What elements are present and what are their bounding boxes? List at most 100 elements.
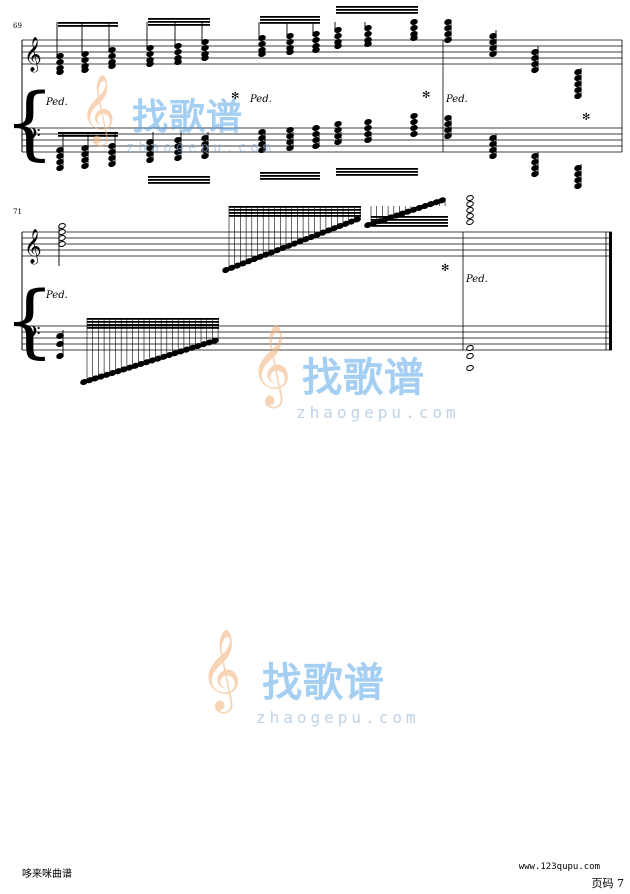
chord-notehead: [56, 58, 64, 66]
chord-notehead: [334, 32, 342, 40]
chord-notehead: [258, 34, 266, 42]
run-notehead: [438, 197, 446, 204]
pedal-mark: Ped.: [250, 94, 272, 105]
bass-clef-icon: 𝄢: [24, 124, 41, 154]
chord-notehead: [444, 114, 452, 122]
chord-notehead: [334, 26, 342, 34]
treble-clef-logo-icon: 𝄞: [200, 628, 242, 710]
chord-notehead: [174, 58, 182, 66]
pedal-mark: Ped.: [466, 274, 488, 285]
beam: [336, 9, 418, 11]
whole-notehead: [466, 206, 474, 214]
chord-notehead: [334, 42, 342, 50]
chord-notehead: [410, 112, 418, 120]
chord-notehead: [81, 56, 89, 64]
beam: [229, 215, 361, 217]
beam: [229, 212, 361, 214]
chord-notehead: [334, 126, 342, 134]
beam: [58, 22, 118, 24]
beam: [58, 135, 118, 137]
beam: [87, 321, 219, 323]
chord-notehead: [364, 118, 372, 126]
chord-notehead: [410, 18, 418, 26]
beam: [371, 225, 448, 227]
whole-notehead: [466, 200, 474, 208]
whole-notehead: [466, 212, 474, 220]
beam: [148, 176, 210, 178]
beam: [87, 318, 219, 320]
watermark-han-text: 找歌谱: [262, 660, 385, 706]
beam: [87, 324, 219, 326]
watermark-han-text: 找歌谱: [302, 355, 425, 401]
chord-notehead: [312, 30, 320, 38]
chord-notehead: [81, 50, 89, 58]
chord-notehead: [108, 46, 116, 54]
treble-clef-logo-icon: 𝄞: [80, 74, 116, 144]
beam: [336, 168, 418, 170]
beam: [336, 171, 418, 173]
beam: [87, 327, 219, 329]
measure-number-71: 71: [13, 208, 22, 216]
chord-notehead: [410, 118, 418, 126]
beam: [260, 22, 320, 24]
pedal-mark: Ped.: [46, 97, 68, 108]
pedal-mark: Ped.: [446, 94, 468, 105]
chord-notehead: [364, 124, 372, 132]
chord-notehead: [258, 128, 266, 136]
chord-notehead: [286, 48, 294, 56]
beam: [371, 216, 448, 218]
chord-notehead: [410, 124, 418, 132]
pedal-mark: Ped.: [46, 290, 68, 301]
chord-notehead: [312, 46, 320, 54]
chord-notehead: [201, 54, 209, 62]
beam: [371, 219, 448, 221]
chord-notehead: [146, 44, 154, 52]
chord-notehead: [286, 38, 294, 46]
treble-clef-icon: 𝄞: [24, 229, 42, 265]
beam: [260, 16, 320, 18]
watermark-han-text: 找歌谱: [132, 97, 244, 138]
pedal-release-mark: ✻: [582, 112, 591, 123]
whole-notehead: [466, 352, 474, 360]
chord-notehead: [56, 68, 64, 76]
measure-number-69: 69: [13, 22, 22, 30]
watermark-latin-text: zhaogepu.com: [296, 403, 460, 422]
final-barline-thick: [609, 232, 612, 350]
beam: [229, 206, 361, 208]
chord-notehead: [108, 62, 116, 70]
chord-notehead: [201, 44, 209, 52]
footer-site-name: 哆来咪曲谱: [22, 869, 72, 880]
whole-notehead: [466, 218, 474, 226]
brace: {: [4, 274, 55, 367]
watermark-latin-text: zhaogepu.com: [256, 708, 420, 727]
footer-site-url: www.123qupu.com: [518, 862, 600, 872]
chord-notehead: [146, 50, 154, 58]
beam: [148, 24, 210, 26]
brace: {: [4, 76, 55, 169]
beam: [148, 182, 210, 184]
chord-notehead: [258, 50, 266, 58]
chord-notehead: [312, 36, 320, 44]
chord-notehead: [444, 18, 452, 26]
beam: [148, 18, 210, 20]
chord-notehead: [364, 30, 372, 38]
beam: [260, 178, 320, 180]
chord-notehead: [146, 60, 154, 68]
beam: [148, 21, 210, 23]
chord-notehead: [201, 38, 209, 46]
beam: [260, 19, 320, 21]
chord-notehead: [410, 34, 418, 42]
chord-notehead: [174, 48, 182, 56]
whole-notehead: [466, 364, 474, 372]
beam: [260, 172, 320, 174]
beam: [371, 222, 448, 224]
chord-notehead: [286, 32, 294, 40]
chord-notehead: [364, 24, 372, 32]
chord-notehead: [174, 42, 182, 50]
chord-notehead: [334, 120, 342, 128]
chord-notehead: [81, 66, 89, 74]
bass-clef-icon: 𝄢: [24, 322, 41, 352]
pedal-release-mark: ✻: [422, 90, 431, 101]
